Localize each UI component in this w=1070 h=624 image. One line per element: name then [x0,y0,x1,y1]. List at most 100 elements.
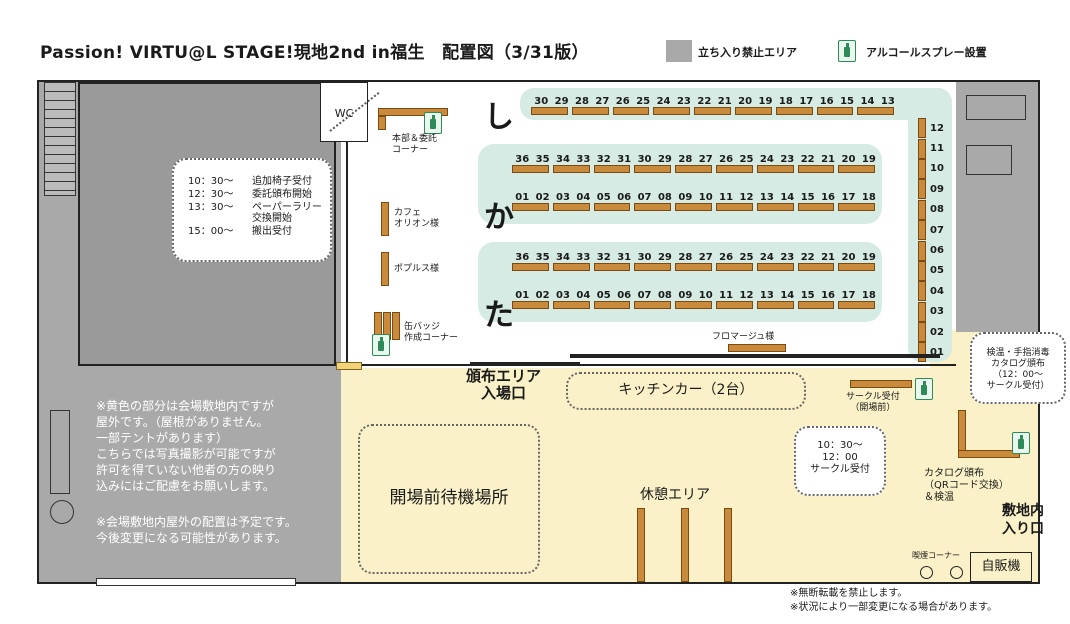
bench-west [50,410,70,494]
rest-bench-3 [724,508,732,582]
circle-table [918,158,926,179]
circle-table [634,301,672,309]
space-number: 12 [739,290,754,301]
circle-table [694,107,731,115]
kitchen-car-area: キッチンカー（2台） [566,372,806,410]
schedule-item: 15：00〜搬出受付 [188,226,330,237]
space-number: 14 [780,192,795,203]
circle-reception-label: サークル受付 （開場前） [846,392,900,413]
space-number: 20 [841,252,856,263]
circle-table [918,220,926,241]
space-number: 29 [657,252,672,263]
space-number: 13 [880,96,895,107]
circle-table [918,240,926,261]
space-number: 14 [860,96,875,107]
row-shi-label: し [484,100,514,135]
circle-table [918,118,926,139]
site-entrance-label: 敷地内 入り口 [1002,503,1044,537]
circle-table [512,263,549,271]
space-vertical-item: 11 [918,138,946,159]
circle-table [675,203,712,211]
space-vertical-item: 04 [918,281,946,302]
circle-table [715,203,753,211]
space-number: 19 [758,96,773,107]
honbu-table [378,108,448,116]
row-shi-vertical-highlight [908,88,952,362]
hall [346,82,956,366]
space-number: 09 [930,183,944,195]
space-number: 29 [554,96,569,107]
space-number: 16 [819,96,834,107]
hall-door [336,362,362,370]
rest-bench-1 [637,508,645,582]
circle-table [675,301,712,309]
space-number: 04 [576,290,591,301]
table-row [531,107,898,115]
space-number: 27 [595,96,610,107]
circle-reception-table [850,380,912,388]
badge-table-3 [392,312,400,340]
space-number: 16 [821,192,836,203]
space-number: 34 [556,252,570,263]
rest-area-label: 休憩エリア [640,487,710,503]
legend-spray-label: アルコールスプレー設置 [866,46,987,59]
circle-table [838,301,876,309]
space-number: 20 [738,96,753,107]
wall-segment [570,354,940,358]
space-number: 03 [556,192,570,203]
space-number: 01 [515,192,530,203]
circle-table [797,263,835,271]
space-number: 09 [678,290,693,301]
schedule-time: 15：00〜 [188,226,234,237]
circle-table [552,263,590,271]
space-number: 02 [535,192,550,203]
space-number: 15 [800,290,815,301]
space-number: 08 [657,290,672,301]
space-number: 18 [778,96,793,107]
space-number: 18 [861,290,876,301]
circle-table [775,107,813,115]
badge-label: 缶バッジ 作成コーナー [404,322,459,343]
space-number: 24 [759,252,774,263]
space-number: 26 [719,252,734,263]
circle-table [552,165,590,173]
circle-table [797,165,835,173]
restricted-fixture-2 [966,95,1026,120]
space-number: 04 [930,285,944,297]
space-number: 22 [800,252,815,263]
circle-table [918,260,926,281]
space-number: 28 [678,154,693,165]
circle-table [838,263,876,271]
schedule-time: 10：30〜 [188,176,234,187]
outdoor-area [341,368,1038,582]
circle-table [593,203,631,211]
circle-table [918,179,926,200]
space-number: 25 [739,154,754,165]
fromage-label: フロマージュ様 [712,332,775,342]
space-number: 30 [534,96,549,107]
spray-icon [424,112,442,134]
fromage-table [728,344,786,352]
circle-table [531,107,568,115]
circle-table [918,199,926,220]
catalog-table [958,450,1020,458]
space-number: 12 [739,192,754,203]
space-number: 21 [821,154,836,165]
schedule-item: 12：30〜委託頒布開始 [188,189,330,200]
space-number: 23 [676,96,691,107]
space-number: 20 [841,154,856,165]
circle-table [634,203,672,211]
space-number: 16 [821,290,836,301]
schedule-time: 13：30〜 [188,202,234,213]
circle-table [857,107,895,115]
space-number: 32 [596,252,611,263]
circle-table [593,165,631,173]
rest-bench-2 [681,508,689,582]
space-number: 17 [799,96,814,107]
